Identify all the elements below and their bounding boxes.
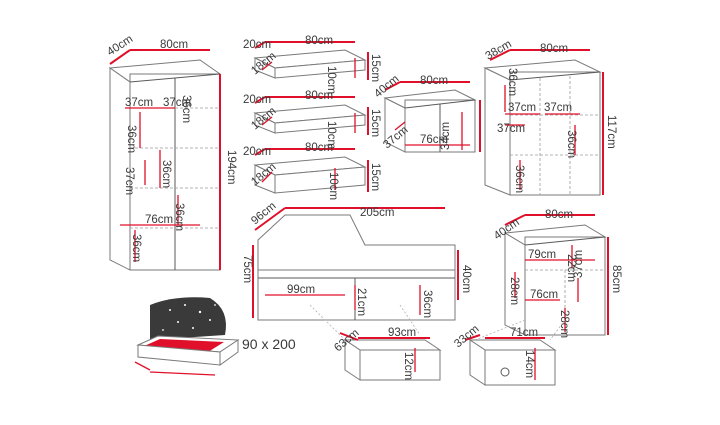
- shelf3-h1: 10cm: [327, 172, 339, 200]
- tall-inner-3: 36cm: [180, 95, 192, 123]
- wall-inner-h: 34cm: [440, 122, 452, 150]
- low-height: 85cm: [610, 265, 622, 293]
- mid-bookcase: 38cm 80cm 117cm 36cm 37cm 37cm 37cm 36cm…: [483, 38, 617, 196]
- tall-inner-4: 37cm: [123, 167, 135, 195]
- low-cabinet: 40cm 80cm 85cm 79cm 22cm 28cm 76cm 37cm …: [492, 209, 622, 338]
- shelf2-h1: 10cm: [325, 121, 337, 149]
- bed: 96cm 205cm 75cm 40cm 99cm 21cm 36cm: [241, 200, 472, 321]
- tall-height-label: 194cm: [225, 150, 237, 185]
- low-inner-5: 28cm: [558, 310, 570, 338]
- low-inner-2: 28cm: [508, 277, 520, 305]
- mid-height: 117cm: [605, 115, 617, 149]
- mattress-illustration: 90 x 200: [134, 297, 296, 376]
- mid-inner-1: 37cm: [508, 102, 536, 114]
- shelf1-width: 80cm: [305, 35, 333, 47]
- wall-cabinet: 40cm 80cm 37cm 76cm 34cm 38cm: [372, 73, 495, 153]
- bed-side: 40cm: [460, 265, 472, 293]
- tall-depth-label: 40cm: [105, 33, 135, 58]
- tall-inner-0: 37cm: [125, 97, 153, 109]
- tall-bookcase: 40cm 80cm 194cm 37cm 37cm 36cm 36cm 37cm…: [105, 33, 237, 271]
- wall-width: 80cm: [420, 75, 448, 87]
- shelf-2: 20cm 80cm 18cm 10cm 15cm: [243, 90, 381, 149]
- bed-height: 75cm: [241, 255, 253, 283]
- mid-inner-5: 36cm: [513, 165, 525, 193]
- tall-inner-2: 36cm: [125, 125, 137, 153]
- tall-inner-8: 36cm: [130, 234, 142, 262]
- cab-drawer-height: 14cm: [523, 350, 535, 378]
- tall-inner-5: 36cm: [160, 160, 172, 188]
- shelf-3: 20cm 80cm 18cm 10cm 15cm: [243, 142, 381, 200]
- tall-width-label: 80cm: [160, 39, 188, 51]
- bed-drawer-height: 12cm: [402, 352, 414, 380]
- low-width: 80cm: [545, 209, 573, 221]
- bed-width: 205cm: [360, 207, 395, 219]
- low-inner-1: 22cm: [565, 254, 577, 282]
- cab-drawer-width: 71cm: [510, 327, 538, 339]
- shelf2-h2: 15cm: [369, 109, 381, 137]
- shelf1-h2: 15cm: [369, 54, 381, 82]
- shelf1-depth: 20cm: [243, 39, 271, 51]
- shelf3-h2: 15cm: [369, 163, 381, 191]
- mid-inner-3: 37cm: [497, 123, 525, 135]
- mid-inner-2: 37cm: [544, 102, 572, 114]
- shelf3-width: 80cm: [305, 142, 333, 154]
- bed-drawer-h: 21cm: [355, 288, 367, 316]
- mid-inner-4: 36cm: [565, 130, 577, 158]
- bed-drawer-w: 99cm: [287, 284, 315, 296]
- mid-inner-0: 36cm: [506, 68, 518, 96]
- tall-inner-7: 36cm: [173, 203, 185, 231]
- low-inner-3: 76cm: [530, 289, 558, 301]
- shelf2-depth: 20cm: [243, 94, 271, 106]
- mattress-size-label: 90 x 200: [242, 336, 296, 352]
- bed-drawer-width: 93cm: [388, 327, 416, 339]
- mid-width: 80cm: [540, 43, 568, 55]
- shelf3-depth: 20cm: [243, 146, 271, 158]
- mid-depth: 38cm: [484, 38, 514, 62]
- bed-drawer-d: 36cm: [421, 290, 433, 318]
- shelf2-width: 80cm: [305, 90, 333, 102]
- low-inner-0: 79cm: [528, 249, 556, 261]
- bed-drawer: 63cm 93cm 12cm: [309, 304, 442, 381]
- tall-inner-1: 37cm: [163, 97, 191, 109]
- cabinet-drawer: 33cm 71cm 14cm: [452, 319, 566, 386]
- shelf-1: 20cm 80cm 18cm 10cm 15cm: [243, 35, 381, 94]
- wall-inner-w: 76cm: [420, 134, 448, 146]
- shelf1-h1: 10cm: [325, 66, 337, 94]
- tall-inner-6: 76cm: [145, 214, 173, 226]
- low-inner-4: 37cm: [573, 250, 585, 278]
